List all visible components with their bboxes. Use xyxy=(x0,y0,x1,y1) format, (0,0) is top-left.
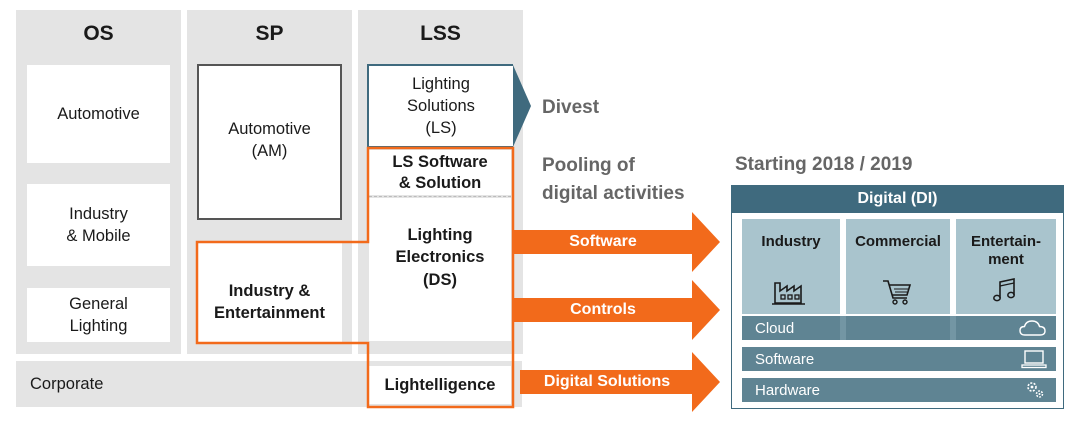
lightelligence-box: Lightelligence xyxy=(369,366,511,404)
layer-cloud-label: Cloud xyxy=(755,319,795,337)
lss-column-title: LSS xyxy=(420,22,461,45)
os-general-lighting-box: General Lighting xyxy=(27,288,170,342)
layer-cloud: Cloud xyxy=(742,316,1056,340)
divest-label: Divest xyxy=(542,97,600,118)
shopping-cart-icon xyxy=(883,280,912,305)
os-column-title: OS xyxy=(83,22,114,45)
os-industry-mobile-box: Industry & Mobile xyxy=(27,184,170,266)
os-automotive-box: Automotive xyxy=(27,65,170,163)
orange-outline-path xyxy=(195,146,515,409)
music-note-icon xyxy=(993,278,1015,302)
controls-arrow xyxy=(513,280,720,340)
factory-icon xyxy=(772,282,805,305)
pooling-label: Pooling of digital activities xyxy=(542,155,685,204)
corporate-label: Corporate xyxy=(30,375,104,393)
digital-solutions-arrow-label: Digital Solutions xyxy=(543,373,671,390)
software-arrow xyxy=(513,212,720,272)
layer-software: Software xyxy=(742,347,1056,371)
layer-hardware-label: Hardware xyxy=(755,381,821,399)
digital-panel-title: Digital (DI) xyxy=(731,185,1064,213)
laptop-icon xyxy=(1021,350,1047,369)
starting-label: Starting 2018 / 2019 xyxy=(735,154,913,175)
layer-software-label: Software xyxy=(755,350,815,368)
divest-arrow-tip xyxy=(513,65,531,147)
layer-hardware: Hardware xyxy=(742,378,1056,402)
lss-dashed-separator xyxy=(369,196,511,197)
segment-industry: Industry xyxy=(742,219,840,314)
segment-entertainment: Entertain- ment xyxy=(956,219,1056,314)
lss-ls-software-box: LS Software & Solution xyxy=(369,150,511,195)
sp-automotive-box: Automotive (AM) xyxy=(197,64,342,220)
cloud-divider-2 xyxy=(950,316,956,340)
sp-column-title: SP xyxy=(255,22,284,45)
lss-lighting-electronics-box: Lighting Electronics (DS) xyxy=(369,198,511,341)
gears-icon xyxy=(1027,382,1044,398)
software-arrow-label: Software xyxy=(569,233,637,250)
cloud-icon xyxy=(1019,320,1046,336)
cloud-divider-1 xyxy=(840,316,846,340)
controls-arrow-label: Controls xyxy=(570,301,636,318)
sp-industry-entertainment-box: Industry & Entertainment xyxy=(197,242,342,342)
digital-solutions-arrow xyxy=(520,352,720,412)
